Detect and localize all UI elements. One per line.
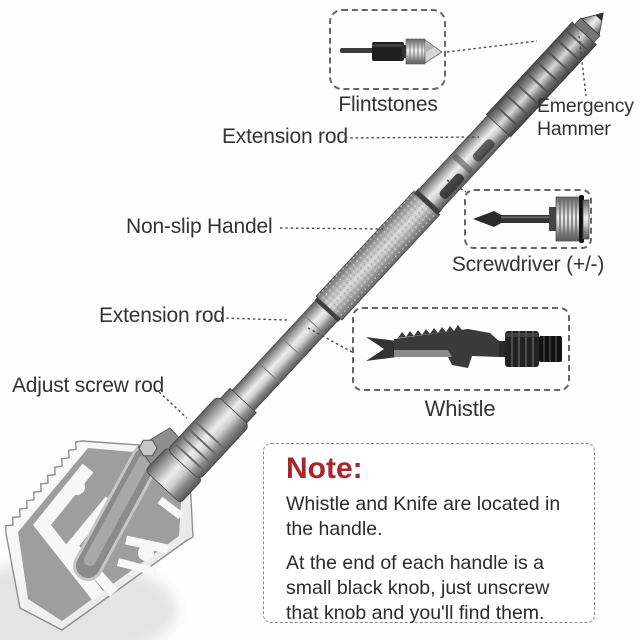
connector-extension-rod-lower — [220, 317, 288, 321]
note-line-2: At the end of each handle is a small bla… — [286, 551, 550, 624]
screwdriver-tool-icon — [473, 195, 590, 243]
shovel-shaft — [146, 12, 604, 502]
connector-non-slip-handle — [279, 227, 385, 230]
whistle-callout-box — [352, 307, 570, 391]
note-title: Note: — [286, 452, 363, 485]
screwdriver-callout-box — [464, 189, 592, 249]
whistle-label: Whistle — [424, 396, 496, 421]
emergency-hammer-label: Emergency Hammer — [537, 95, 634, 140]
extension-rod-top-label: Extension rod — [222, 125, 348, 148]
shovel-blade — [4, 440, 194, 631]
flintstones-callout-box — [329, 9, 446, 90]
note-box: Note: Whistle and Knife are located in t… — [263, 443, 595, 624]
note-line-1: Whistle and Knife are located in the han… — [286, 493, 561, 540]
non-slip-handle-label: Non-slip Handel — [126, 215, 273, 238]
extension-rod-lower-segment — [231, 298, 340, 412]
extension-rod-lower-label: Extension rod — [99, 304, 225, 327]
hex-bolt — [138, 439, 158, 457]
callout-connector-lines — [158, 35, 587, 419]
whistle-tool-icon — [366, 325, 562, 368]
connector-flintstones — [446, 40, 538, 53]
emergency-hammer-tip — [580, 12, 604, 36]
connector-adjust-screw-rod — [158, 391, 188, 419]
connector-screwdriver — [446, 179, 467, 193]
connector-extension-rod-top — [344, 136, 480, 139]
flintstone-tool-icon — [340, 38, 443, 65]
adjust-screw-rod-label: Adjust screw rod — [12, 374, 165, 397]
screwdriver-label: Screwdriver (+/-) — [451, 253, 605, 276]
flintstones-label: Flintstones — [338, 93, 438, 116]
